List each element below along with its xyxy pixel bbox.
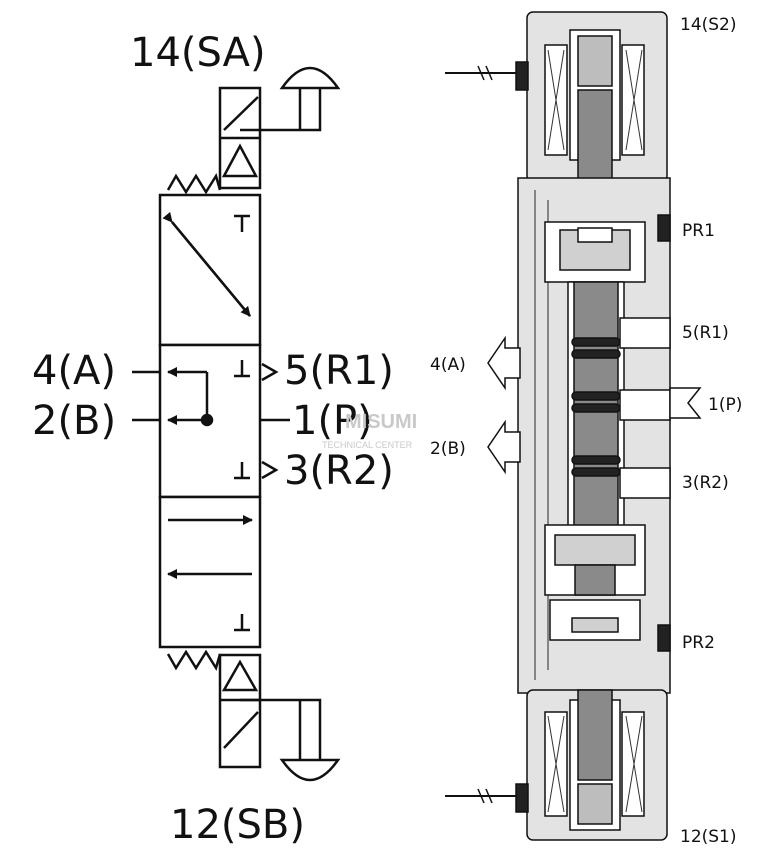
valve-envelope-middle <box>158 343 262 499</box>
valve-envelope-upper <box>158 193 262 347</box>
port-lines <box>132 362 290 480</box>
label-sec-4a: 4(A) <box>430 355 466 375</box>
bottom-solenoid-actuator <box>166 649 341 782</box>
label-14-sa: 14(SA) <box>130 30 266 76</box>
pneumatic-symbol <box>132 66 341 782</box>
label-12-sb: 12(SB) <box>170 802 305 848</box>
valve-envelope-lower <box>158 495 262 649</box>
label-port-1p: 1(P) <box>292 398 373 444</box>
label-sec-2b: 2(B) <box>430 439 466 459</box>
label-port-3r2: 3(R2) <box>284 448 394 494</box>
label-sec-1p: 1(P) <box>708 395 742 415</box>
label-port-4a: 4(A) <box>32 348 116 394</box>
top-solenoid-actuator <box>166 66 341 195</box>
label-12-s1: 12(S1) <box>680 827 737 847</box>
port-arrows <box>487 335 702 475</box>
top-coil-housing <box>445 11 668 191</box>
bottom-coil-housing <box>445 689 668 841</box>
label-sec-5r1: 5(R1) <box>682 323 729 343</box>
label-pr2: PR2 <box>682 633 715 653</box>
label-port-5r1: 5(R1) <box>284 348 394 394</box>
label-pr1: PR1 <box>682 221 715 241</box>
valve-cross-section <box>445 11 702 841</box>
label-sec-3r2: 3(R2) <box>682 473 729 493</box>
valve-body <box>517 177 671 694</box>
watermark-brand: MISUMI <box>345 411 417 433</box>
label-14-s2: 14(S2) <box>680 15 737 35</box>
label-port-2b: 2(B) <box>32 398 116 444</box>
watermark-sub: TECHNICAL CENTER <box>322 440 413 450</box>
